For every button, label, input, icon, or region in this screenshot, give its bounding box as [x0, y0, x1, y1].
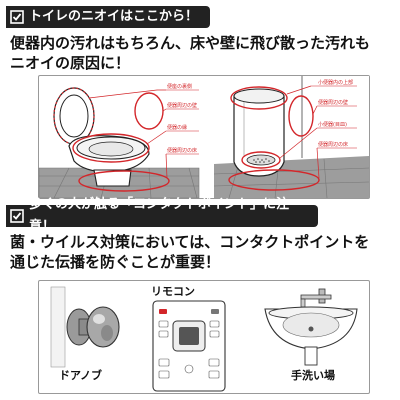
toilet-illustration — [38, 76, 370, 199]
section-heading-odor: トイレのニオイはここから！ — [6, 6, 210, 28]
label-urinal-floor: 便器周辺の床 — [318, 142, 349, 148]
checkbox-icon — [10, 209, 24, 223]
odor-description-line-1: 便器内の汚れはもちろん、床や壁に飛び散った汚れも — [10, 34, 371, 52]
remote-illustration — [152, 300, 226, 392]
label-urinal-upper: 小便器内の上部 — [318, 80, 354, 86]
odor-description: 便器内の汚れはもちろん、床や壁に飛び散った汚れも ニオイの原因に！ — [10, 33, 390, 73]
doorknob-illustration — [50, 286, 120, 368]
label-urinal-wall: 便器周辺の壁 — [318, 100, 349, 106]
checkbox-icon — [10, 10, 24, 24]
toilet-illustration-panel: 便座の裏側 便器周辺の壁 便器の縁 便器周辺の床 小便器内の上部 便器周辺の壁 … — [38, 75, 370, 199]
section-heading-contact-points: 多くの人が触る「コンタクトポイント」に注意！ — [6, 197, 318, 234]
label-urinal-strainer: 小便器(目皿) — [318, 122, 347, 128]
label-seat-underside: 便座の裏側 — [167, 84, 193, 90]
label-toilet-wall: 便器周辺の壁 — [167, 103, 198, 109]
heading-text: トイレのニオイはここから！ — [29, 9, 199, 24]
contact-point-description-line-1: 菌・ウイルス対策においては、コンタクトポイントを — [10, 233, 370, 251]
sink-illustration — [264, 288, 358, 366]
sink-label: 手洗い場 — [291, 369, 335, 382]
label-toilet-floor: 便器周辺の床 — [167, 148, 198, 154]
doorknob-label: ドアノブ — [59, 369, 103, 382]
contact-points-panel: ドアノブ リモコン 手洗い場 — [38, 280, 370, 394]
remote-label: リモコン — [151, 285, 195, 298]
heading-text: 多くの人が触る「コンタクトポイント」に注意！ — [29, 197, 290, 234]
label-toilet-rim: 便器の縁 — [167, 125, 188, 131]
contact-point-description: 菌・ウイルス対策においては、コンタクトポイントを 通じた伝播を防ぐことが重要！ — [10, 232, 395, 272]
odor-description-line-2: ニオイの原因に！ — [10, 54, 131, 72]
contact-point-description-line-2: 通じた伝播を防ぐことが重要！ — [10, 253, 221, 271]
